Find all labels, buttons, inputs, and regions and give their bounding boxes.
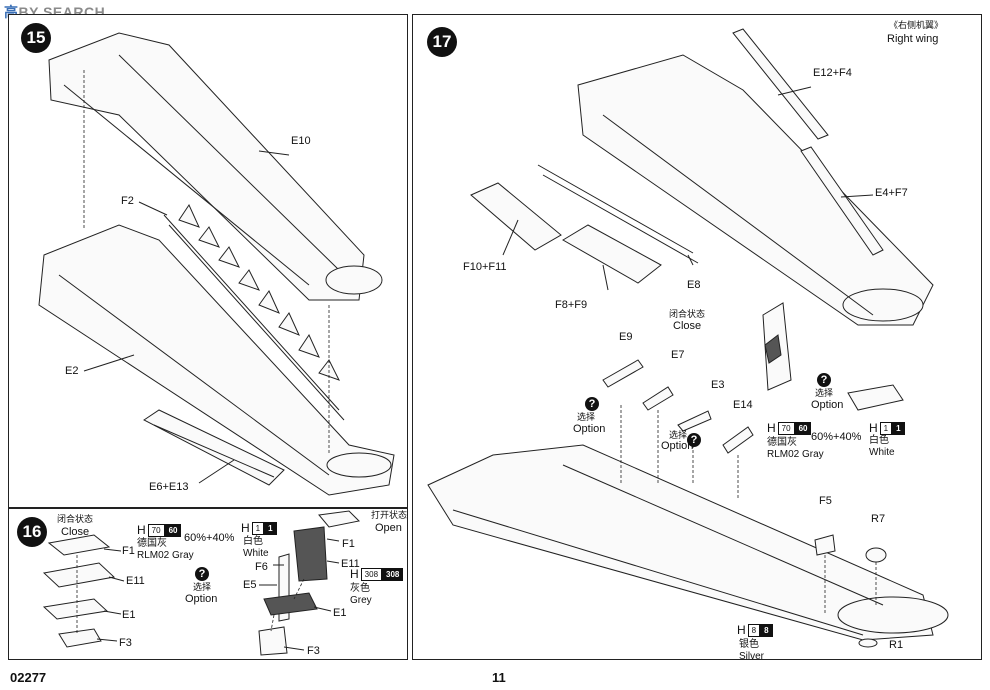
page-number: 11 (492, 670, 506, 685)
flap-f8-f9 (562, 224, 662, 284)
part-label-f2: F2 (121, 195, 134, 207)
part-label-e4-f7: E4+F7 (875, 187, 908, 199)
option-question-icon-2: ? (687, 433, 701, 447)
part-label-e14: E14 (733, 399, 753, 411)
step-number-16: 16 (17, 517, 47, 547)
part-e9 (602, 359, 644, 388)
mix-ratio: 60%+40% (184, 532, 235, 544)
paint-name-grey: 灰色 Grey (350, 583, 372, 606)
lower-wing-part (38, 224, 395, 496)
option-1-cn: 选择 (577, 412, 596, 422)
part-label-e1-open: E1 (333, 607, 347, 619)
part-r7 (865, 547, 887, 563)
option-1-en: Option (573, 423, 606, 435)
part-label-e12-f4: E12+F4 (813, 67, 852, 79)
part-label-f1: F1 (122, 545, 135, 557)
option-3-en: Option (811, 399, 844, 411)
option-question-icon-3: ? (817, 373, 831, 387)
part-label-e6-e13: E6+E13 (149, 481, 189, 493)
closed-hatch-stack (42, 534, 116, 648)
option-label-en: Option (185, 593, 218, 605)
upper-wing-part (48, 32, 365, 301)
flap-f10-f11 (470, 182, 562, 251)
part-label-e8: E8 (687, 279, 701, 291)
mix-ratio-17: 60%+40% (811, 431, 862, 443)
closed-state-en: Close (61, 526, 90, 538)
part-label-f10-f11: F10+F11 (463, 261, 507, 273)
part-label-e3: E3 (711, 379, 725, 391)
part-label-r7: R7 (871, 513, 886, 525)
part-label-f8-f9: F8+F9 (555, 299, 588, 311)
part-label-f3-open: F3 (307, 645, 320, 657)
part-e3 (677, 410, 712, 432)
part-label-e9: E9 (619, 331, 633, 343)
closed-hatch (847, 384, 904, 411)
open-state-en: Open (375, 522, 402, 534)
closed-state-cn-17: 闭合状态 (669, 309, 706, 319)
part-label-f6: F6 (255, 561, 268, 573)
right-wing-title-en: Right wing (887, 33, 939, 45)
paint-name-white: 白色 White (243, 536, 269, 559)
right-wing-title-cn: 《右侧机翼》 (889, 20, 944, 30)
part-f5 (814, 534, 836, 556)
step-17-panel: 17 《右侧机翼》 Right wing E12+F4 E4+F7 F10+F1… (412, 14, 982, 662)
part-label-e11: E11 (126, 575, 145, 587)
rib-set (178, 203, 340, 381)
step-17-drawing (427, 28, 949, 648)
part-e7 (642, 386, 674, 411)
open-hatch-assembly (258, 510, 361, 656)
step-number-15: 15 (21, 23, 51, 53)
option-2-cn: 选择 (669, 430, 688, 440)
part-label-e5: E5 (243, 579, 257, 591)
paint-name-rlm02: 德国灰 RLM02 Gray (137, 538, 194, 561)
step-16-drawing (42, 510, 361, 656)
inner-slat (800, 146, 884, 256)
part-label-r1: R1 (889, 639, 904, 651)
option-label-cn: 选择 (193, 582, 212, 592)
closed-state-en-17: Close (673, 320, 702, 332)
paint-name-rlm02-17: 德国灰 RLM02 Gray (767, 437, 824, 460)
part-label-e2: E2 (65, 365, 79, 377)
option-question-icon-1: ? (585, 397, 599, 411)
kit-code: 02277 (10, 670, 47, 685)
paint-name-white-17: 白色 White (869, 435, 895, 458)
option-3-cn: 选择 (815, 388, 834, 398)
part-label-e1: E1 (122, 609, 136, 621)
step-number-17: 17 (427, 27, 457, 57)
step-15-drawing (38, 32, 395, 496)
part-label-e10: E10 (291, 135, 311, 147)
open-state-cn: 打开状态 (371, 510, 408, 520)
part-e14 (722, 426, 754, 454)
part-label-e11-open: E11 (341, 558, 360, 570)
part-label-f5: F5 (819, 495, 832, 507)
part-label-e7: E7 (671, 349, 685, 361)
part-label-f1-open: F1 (342, 538, 355, 550)
step-15-panel: 15 E10 F2 E2 E6+E13 (8, 14, 408, 508)
part-r1 (858, 638, 878, 648)
part-label-f3: F3 (119, 637, 132, 649)
paint-name-silver: 银色 Silver (739, 639, 765, 662)
closed-state-cn: 闭合状态 (57, 514, 94, 524)
outer-slat (732, 28, 829, 140)
option-question-icon: ? (195, 567, 209, 581)
option-2-en: Option (661, 440, 694, 452)
wingtip-pod (325, 265, 383, 295)
